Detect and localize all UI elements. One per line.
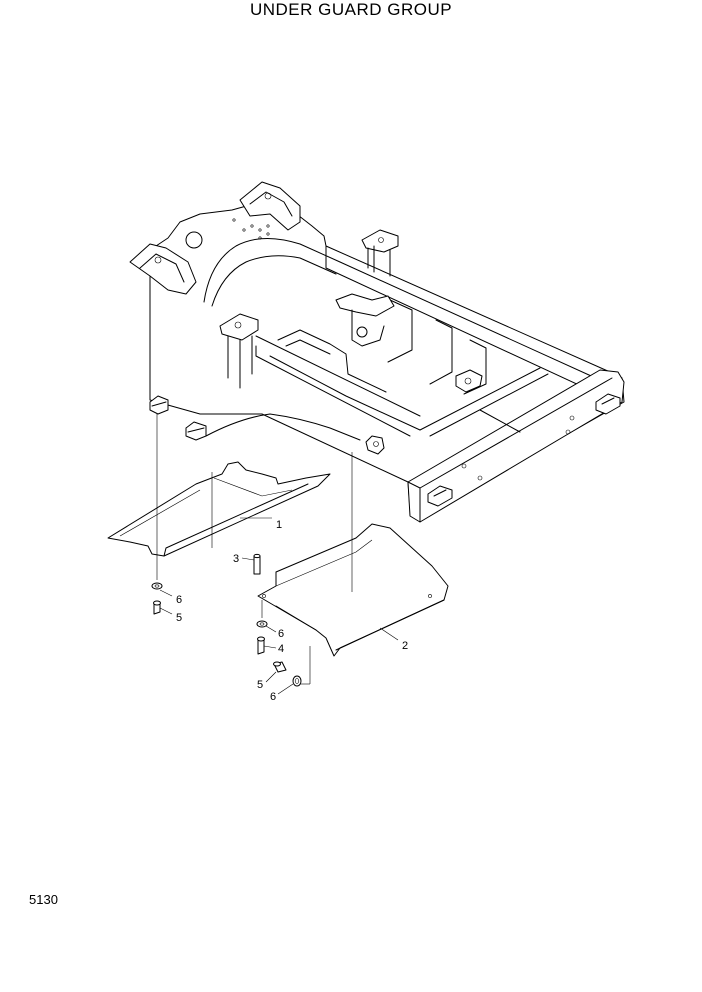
callout-6-left: 6: [176, 594, 182, 606]
callout-3: 3: [233, 553, 239, 565]
spacer-part-3: [253, 553, 261, 575]
callout-4: 4: [278, 643, 284, 655]
callout-1: 1: [276, 519, 282, 531]
fastener-set-right: [256, 620, 302, 687]
under-guard-part-1: [107, 461, 331, 557]
callout-5-right: 5: [257, 679, 263, 691]
leader-lines: [159, 517, 399, 695]
callout-6-right-lower: 6: [270, 691, 276, 703]
assembly-centerlines: [149, 300, 353, 685]
callout-2: 2: [402, 640, 408, 652]
under-guard-part-2: [257, 523, 449, 657]
rivet-holes: [232, 218, 270, 240]
page-number: 5130: [29, 892, 58, 907]
frame-assembly: [129, 181, 625, 523]
callout-6-right-upper: 6: [278, 628, 284, 640]
fastener-set-left: [151, 582, 163, 615]
callout-5-left: 5: [176, 612, 182, 624]
diagram-title: UNDER GUARD GROUP: [249, 0, 453, 19]
